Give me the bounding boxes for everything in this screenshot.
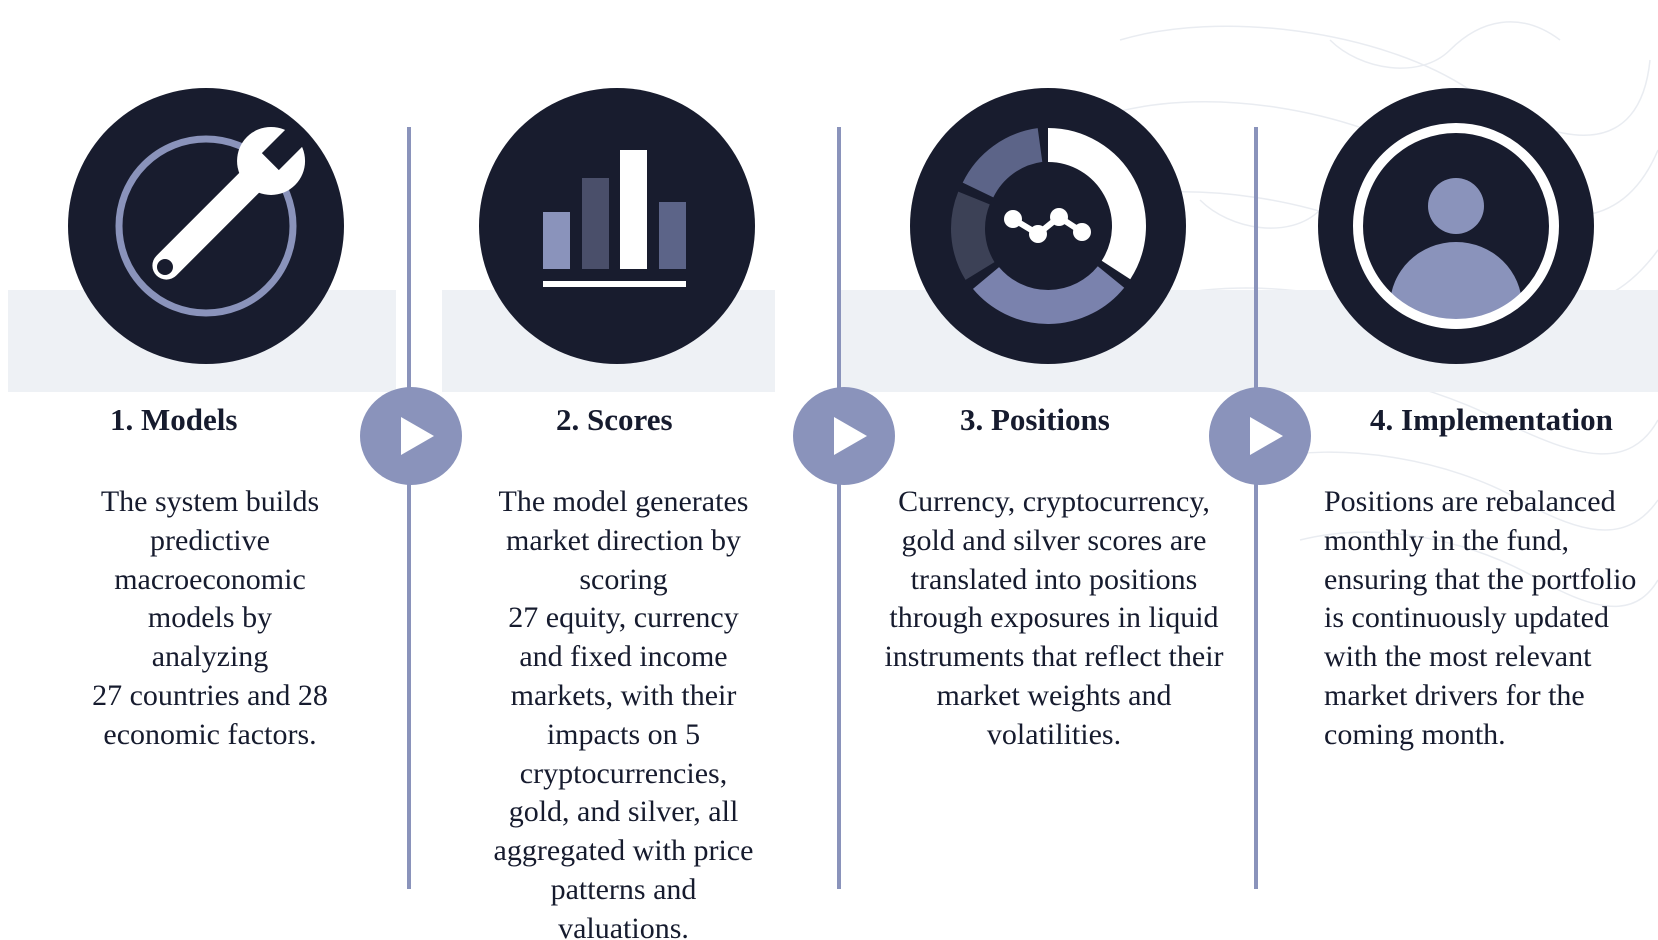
step-description: Positions are rebalanced monthly in the …: [1324, 485, 1637, 751]
wrench-icon: [68, 88, 344, 364]
step-title: 3. Positions: [960, 402, 1110, 437]
step-title: 2. Scores: [556, 402, 673, 437]
step-description: The model generates market direction by …: [493, 485, 754, 940]
step-description: Currency, cryptocurrency, gold and silve…: [884, 485, 1224, 751]
divider-1: [407, 127, 411, 889]
user-icon: [1318, 88, 1594, 364]
play-icon: [360, 387, 462, 485]
divider-2: [837, 127, 841, 889]
divider-3: [1254, 127, 1258, 889]
step-title: 4. Implementation: [1370, 402, 1613, 437]
play-icon: [793, 387, 895, 485]
donut-chart-icon: [910, 88, 1186, 364]
step-description: The system builds predictive macroeconom…: [92, 485, 328, 751]
play-icon: [1209, 387, 1311, 485]
step-title: 1. Models: [110, 402, 238, 437]
bar-chart-icon: [479, 88, 755, 364]
